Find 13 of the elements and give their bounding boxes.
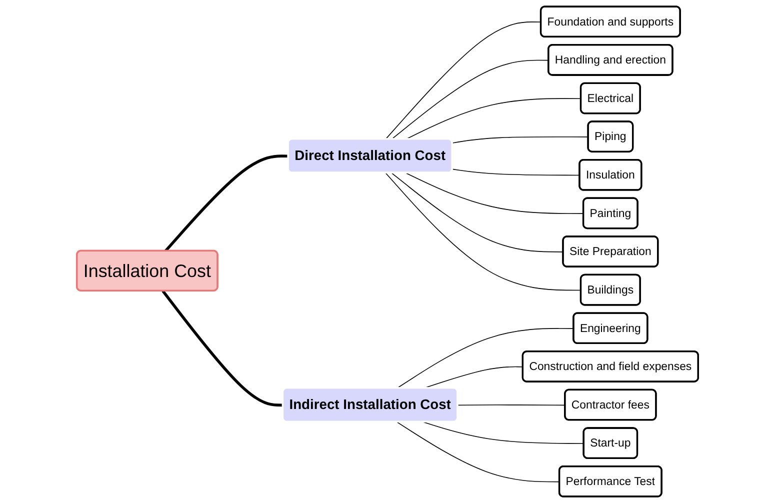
connector: [452, 136, 589, 144]
connector: [391, 60, 550, 140]
connector: [457, 404, 566, 406]
connector: [162, 290, 284, 407]
connector: [423, 422, 584, 444]
connector: [396, 328, 574, 389]
connector: [405, 172, 584, 214]
connector: [452, 168, 580, 176]
connector: [164, 154, 289, 252]
connector: [396, 422, 560, 482]
connector: [385, 22, 542, 140]
connector: [385, 172, 582, 291]
connector: [391, 172, 564, 252]
